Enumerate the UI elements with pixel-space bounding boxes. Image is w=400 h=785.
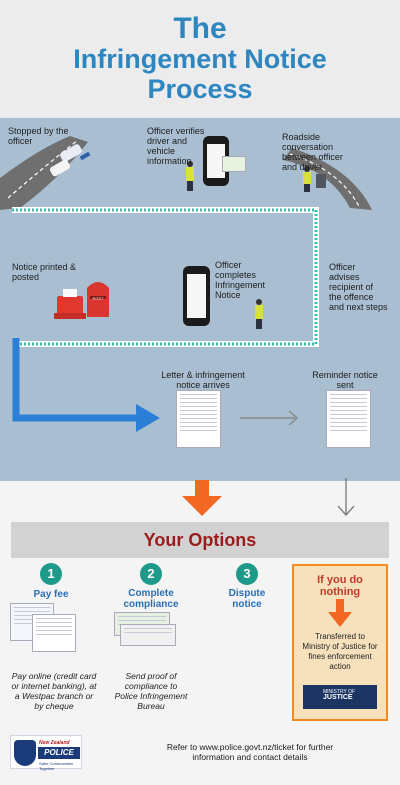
nz-police-logo: New Zealand POLICE Safer Communities Tog… <box>10 735 82 771</box>
option-1-desc: Pay online (credit card or internet bank… <box>11 671 97 711</box>
car-icon <box>49 159 71 177</box>
ministry-of-justice-logo: MINISTRY OF JUSTICE <box>303 685 377 709</box>
step-completes: Officer completes Infringement Notice <box>215 260 266 300</box>
orange-arrow-stem <box>195 480 209 496</box>
step-advises: Officer advises recipient of the offence… <box>329 262 388 312</box>
step-printed: Notice printed & posted <box>12 262 77 282</box>
title-line-1: The <box>173 12 227 45</box>
printer-icon <box>54 289 86 319</box>
postbox-label: POST <box>92 296 104 301</box>
flow-arrowhead-icon <box>136 404 160 432</box>
reminder-document-icon <box>326 390 371 448</box>
option-2-desc: Send proof of compliance to Police Infri… <box>114 671 188 711</box>
officer-figure-1-icon <box>186 161 194 191</box>
step-verifies: Officer verifies driver and vehicle info… <box>147 126 205 166</box>
officer-figure-3-icon <box>255 299 263 329</box>
step-letter: Letter & infringement notice arrives <box>161 370 245 390</box>
do-nothing-title: If you do nothing <box>317 574 363 598</box>
title-line-3: Process <box>147 74 253 104</box>
step-roadside: Roadside conversation between officer an… <box>282 132 343 172</box>
title-line-2: Infringement Notice <box>73 44 327 74</box>
driver-figure-icon <box>316 174 326 188</box>
option-3-title: Dispute notice <box>228 588 266 610</box>
police-car-icon <box>60 144 82 162</box>
footer-info: Refer to www.police.govt.nz/ticket for f… <box>166 742 334 762</box>
licence-card-icon <box>222 156 246 172</box>
phone-complete-icon <box>183 266 210 326</box>
process-section: Stopped by the officer Officer verifies … <box>0 118 400 481</box>
step-reminder: Reminder notice sent <box>312 370 378 390</box>
do-nothing-desc: Transferred to Ministry of Justice for f… <box>302 632 378 671</box>
officer-figure-2-icon <box>303 166 311 192</box>
police-crest-icon <box>14 740 36 766</box>
connector-arrows <box>182 478 355 516</box>
option-1-number: 1 <box>40 563 62 585</box>
orange-arrow-small-icon <box>328 599 352 627</box>
option-2-number: 2 <box>140 563 162 585</box>
postbox-icon <box>87 282 109 317</box>
process-flow-graphics <box>0 136 372 432</box>
option-3-number: 3 <box>236 563 258 585</box>
flow-path-dashed <box>12 208 318 346</box>
road-right <box>283 148 372 210</box>
header: The Infringement Notice Process <box>0 0 400 118</box>
option-2-title: Complete compliance <box>123 588 179 610</box>
step-stopped: Stopped by the officer <box>8 126 69 146</box>
orange-arrow-down-icon <box>182 496 222 516</box>
flow-path-blue <box>12 338 140 422</box>
options-heading: Your Options <box>11 522 389 558</box>
option-1-title: Pay fee <box>33 589 69 600</box>
do-nothing-box: If you do nothing Transferred to Ministr… <box>292 564 388 721</box>
letter-document-icon <box>176 390 221 448</box>
